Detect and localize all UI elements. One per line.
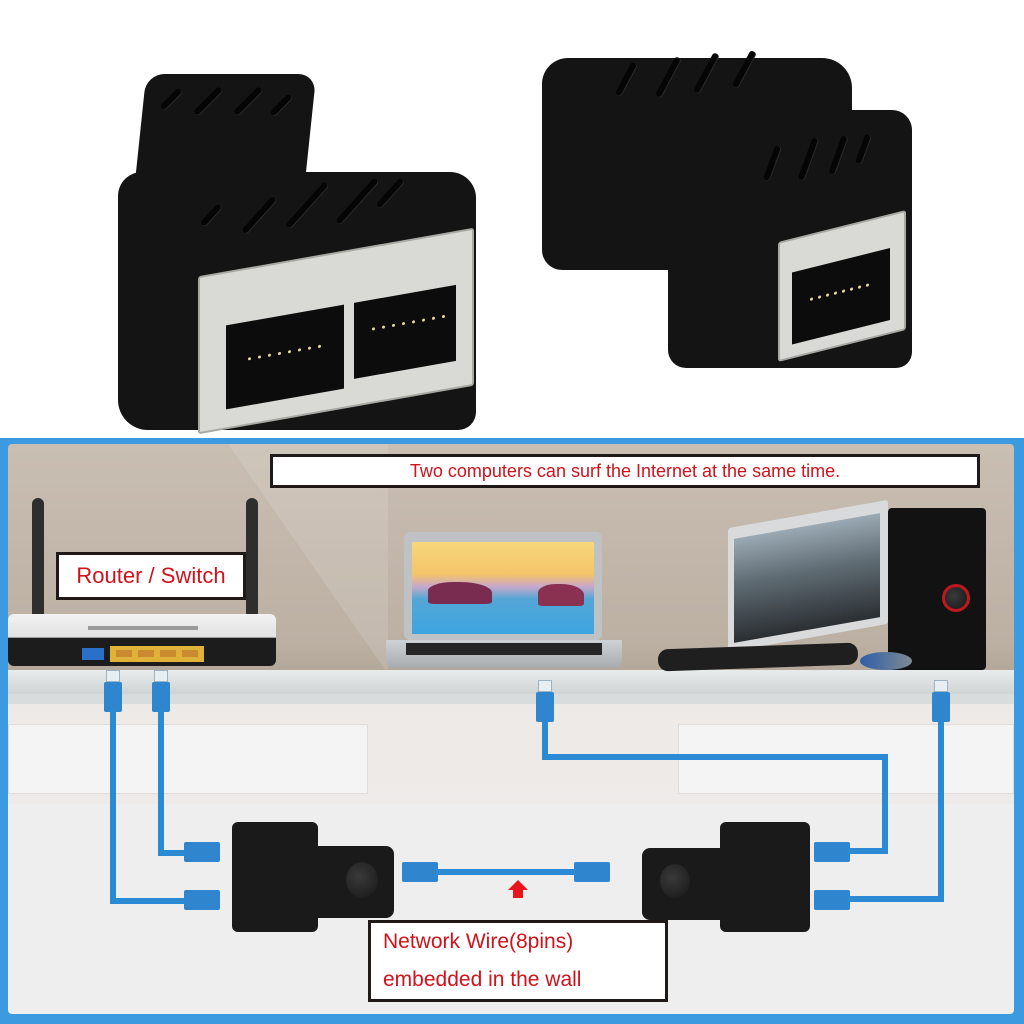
network-diagram-frame: Two computers can surf the Internet at t… bbox=[0, 438, 1024, 1024]
cable-to-laptop bbox=[848, 848, 888, 854]
rj45-socket-1 bbox=[226, 304, 344, 410]
keyboard bbox=[657, 642, 859, 672]
router-label-text: Router / Switch bbox=[76, 563, 226, 588]
router-lan-ports bbox=[110, 646, 204, 662]
network-wire-label: Network Wire(8pins) embedded in the wall bbox=[368, 920, 668, 1002]
rj45-plug bbox=[152, 682, 170, 712]
rj45-plug bbox=[104, 682, 122, 712]
wire-label-line2: embedded in the wall bbox=[383, 968, 582, 991]
wire-label-line1: Network Wire(8pins) bbox=[383, 930, 574, 953]
splitter-photo-dual-port bbox=[118, 62, 478, 435]
rj45-plug bbox=[536, 692, 554, 722]
cabinet-left bbox=[8, 724, 368, 794]
cable-router-port1 bbox=[110, 710, 116, 904]
antenna-left-icon bbox=[32, 498, 44, 648]
desk-top bbox=[8, 670, 1014, 694]
rj45-socket-2 bbox=[354, 284, 456, 379]
room-scene: Two computers can surf the Internet at t… bbox=[8, 444, 1014, 1014]
splitter-photo-single-port bbox=[528, 40, 918, 370]
cable-to-desktop bbox=[848, 896, 944, 902]
cable-router-port2 bbox=[158, 710, 164, 852]
laptop-keyboard bbox=[406, 643, 602, 655]
headline-text: Two computers can surf the Internet at t… bbox=[409, 460, 841, 481]
router-label: Router / Switch bbox=[56, 552, 246, 600]
splitter-left bbox=[232, 822, 318, 932]
router-wan-port bbox=[82, 648, 104, 660]
rj45-plug bbox=[932, 692, 950, 722]
red-up-arrow-icon bbox=[508, 880, 528, 890]
mouse bbox=[860, 652, 912, 670]
headline-label: Two computers can surf the Internet at t… bbox=[270, 454, 980, 488]
wall-network-wire bbox=[436, 869, 578, 875]
antenna-right-icon bbox=[246, 498, 258, 648]
rj45-socket bbox=[792, 248, 890, 345]
pc-power-button bbox=[942, 584, 970, 612]
pc-tower bbox=[888, 508, 986, 670]
